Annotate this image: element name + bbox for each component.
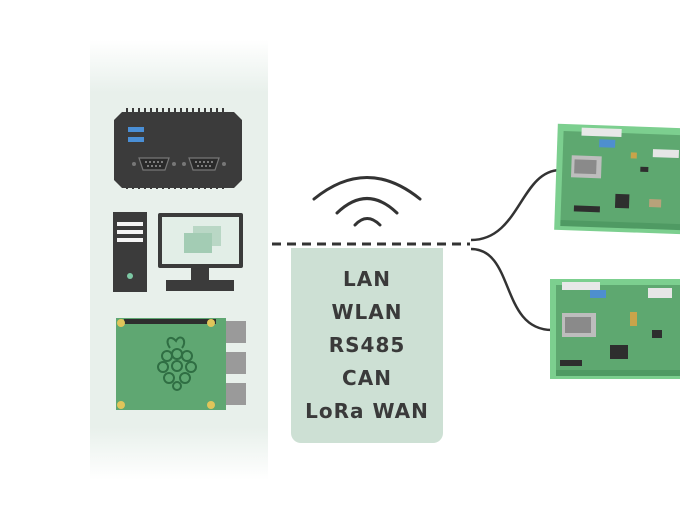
- wireless-signal-icon: [312, 176, 422, 227]
- io-module-board-icon: [550, 279, 680, 379]
- desktop-computer-icon: [113, 212, 243, 292]
- protocol-list: LAN WLAN RS485 CAN LoRa WAN: [291, 263, 443, 428]
- protocol-wlan: WLAN: [331, 300, 403, 324]
- branch-line-bottom: [470, 247, 553, 332]
- protocol-can: CAN: [342, 366, 392, 390]
- raspberry-pi-board-icon: [116, 318, 246, 410]
- industrial-pc-icon: [114, 108, 242, 189]
- protocol-lora-wan: LoRa WAN: [305, 399, 429, 423]
- protocol-lan: LAN: [343, 267, 391, 291]
- branch-line-top: [470, 168, 561, 242]
- protocol-rs485: RS485: [328, 333, 406, 357]
- protocol-box: LAN WLAN RS485 CAN LoRa WAN: [291, 248, 443, 443]
- io-module-board-icon: [554, 123, 680, 235]
